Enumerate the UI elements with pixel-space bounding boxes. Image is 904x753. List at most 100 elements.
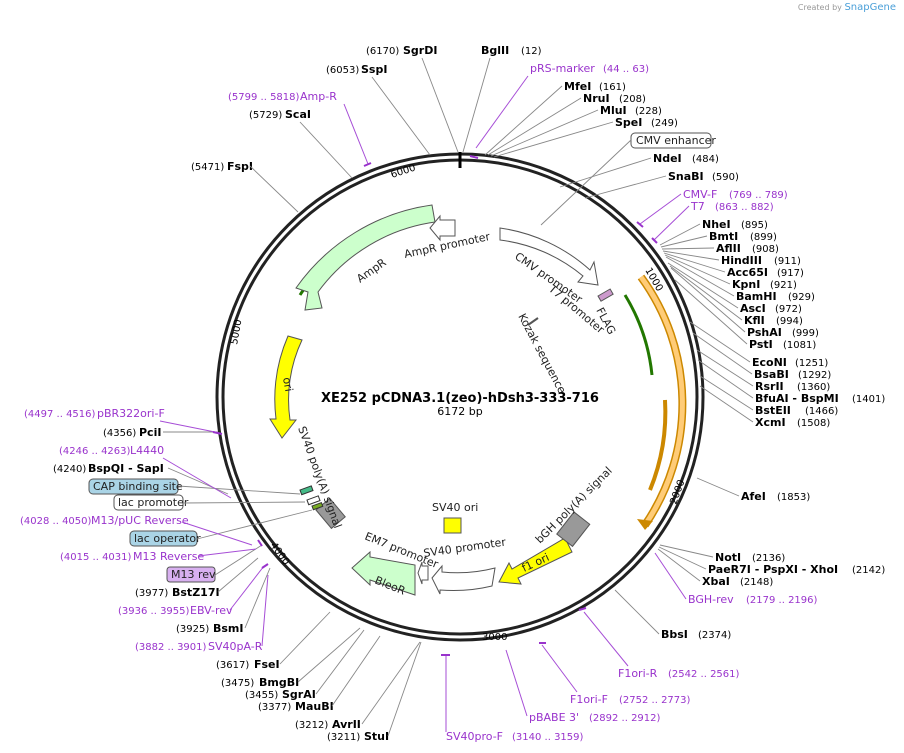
svg-text:(4015 .. 4031): (4015 .. 4031) bbox=[60, 552, 132, 563]
lac-promoter-mark bbox=[306, 495, 321, 506]
site-mfei: MfeI bbox=[564, 80, 591, 93]
site-pcii: PciI bbox=[139, 426, 161, 439]
site-nhei: NheI bbox=[702, 218, 731, 231]
svg-text:(484): (484) bbox=[692, 154, 719, 165]
svg-text:(3475): (3475) bbox=[221, 678, 254, 689]
primer-pbabe-3: pBABE 3' bbox=[529, 711, 579, 724]
svg-text:(3212): (3212) bbox=[295, 720, 328, 731]
f1-ori-label: f1 ori bbox=[520, 551, 551, 575]
ampr-arrow bbox=[295, 204, 436, 311]
site-nrui: NruI bbox=[583, 92, 610, 105]
svg-text:(3377): (3377) bbox=[258, 702, 291, 713]
svg-text:CAP binding site: CAP binding site bbox=[93, 480, 183, 493]
cap-binding-mark bbox=[299, 485, 314, 496]
svg-text:(3977): (3977) bbox=[135, 588, 168, 599]
sites-left: (6170) SgrDI (6053) SspI (5729) ScaI (54… bbox=[53, 44, 459, 743]
credit: Created by SnapGene bbox=[798, 2, 896, 13]
svg-text:(3211): (3211) bbox=[327, 732, 360, 743]
primer-prs-marker: pRS-marker bbox=[530, 62, 595, 75]
site-sgrdi: SgrDI bbox=[403, 44, 437, 57]
site-bglii: BglII bbox=[481, 44, 509, 57]
svg-text:(1292): (1292) bbox=[798, 370, 831, 381]
svg-text:(3617): (3617) bbox=[216, 660, 249, 671]
primer-m13-puc-reverse: M13/pUC Reverse bbox=[91, 514, 189, 527]
primer-cmv-f: CMV-F bbox=[683, 188, 717, 201]
svg-text:(1360): (1360) bbox=[797, 382, 830, 393]
sv40-polya-box bbox=[315, 497, 346, 530]
primer-ebv-rev: EBV-rev bbox=[190, 604, 233, 617]
site-psti: PstI bbox=[749, 338, 773, 351]
site-scai: ScaI bbox=[285, 108, 311, 121]
svg-text:lac promoter: lac promoter bbox=[118, 496, 189, 509]
site-bbsi: BbsI bbox=[661, 628, 688, 641]
svg-text:(2179 .. 2196): (2179 .. 2196) bbox=[746, 595, 818, 606]
insert-arrowhead bbox=[637, 519, 653, 530]
svg-text:(4246 .. 4263): (4246 .. 4263) bbox=[59, 446, 131, 457]
svg-text:(5471): (5471) bbox=[191, 162, 224, 173]
svg-text:(917): (917) bbox=[777, 268, 804, 279]
site-avrii: AvrII bbox=[332, 718, 361, 731]
primer-f1ori-f: F1ori-F bbox=[570, 693, 608, 706]
primers: pRS-marker (44 .. 63) (5799 .. 5818) Amp… bbox=[20, 62, 818, 743]
svg-text:(929): (929) bbox=[788, 292, 815, 303]
kozak-label: Kozak sequence bbox=[515, 311, 568, 396]
site-bmti: BmtI bbox=[709, 230, 738, 243]
cds-arc bbox=[623, 294, 654, 376]
tick-3000: 3000 bbox=[482, 632, 507, 643]
insert-inner-arc bbox=[648, 399, 668, 491]
svg-text:(4356): (4356) bbox=[103, 428, 136, 439]
svg-text:(972): (972) bbox=[775, 304, 802, 315]
site-noti: NotI bbox=[715, 551, 741, 564]
primer-l4440: L4440 bbox=[130, 444, 164, 457]
site-sgrai: SgrAI bbox=[282, 688, 316, 701]
site-rsrii: RsrII bbox=[755, 380, 784, 393]
primer-sv40pro-f: SV40pro-F bbox=[446, 730, 503, 743]
svg-text:(3140 .. 3159): (3140 .. 3159) bbox=[512, 732, 584, 743]
site-econi: EcoNI bbox=[752, 356, 787, 369]
svg-text:(6053): (6053) bbox=[326, 65, 359, 76]
svg-text:CMV enhancer: CMV enhancer bbox=[636, 134, 716, 147]
svg-text:(911): (911) bbox=[774, 256, 801, 267]
site-bstz17i: BstZ17I bbox=[172, 586, 220, 599]
ampr-promoter-arrow bbox=[429, 214, 456, 242]
site-spei: SpeI bbox=[615, 116, 642, 129]
ori-label: ori bbox=[280, 376, 295, 392]
cmv-enhancer-leader bbox=[540, 139, 632, 226]
svg-text:(5799 .. 5818): (5799 .. 5818) bbox=[228, 92, 300, 103]
svg-text:(1508): (1508) bbox=[797, 418, 830, 429]
site-snabi: SnaBI bbox=[668, 170, 704, 183]
lac-operator-mark bbox=[311, 501, 324, 511]
tick-5000: 5000 bbox=[229, 319, 244, 346]
svg-text:(1401): (1401) bbox=[852, 394, 885, 405]
svg-text:(2892 .. 2912): (2892 .. 2912) bbox=[589, 713, 661, 724]
svg-text:(3455): (3455) bbox=[245, 690, 278, 701]
site-fsei: FseI bbox=[254, 658, 280, 671]
ampr-label: AmpR bbox=[354, 256, 389, 286]
svg-text:(3882 .. 3901): (3882 .. 3901) bbox=[135, 642, 207, 653]
site-pshai: PshAI bbox=[747, 326, 782, 339]
svg-text:(908): (908) bbox=[752, 244, 779, 255]
svg-text:(228): (228) bbox=[635, 106, 662, 117]
svg-text:(4028 .. 4050): (4028 .. 4050) bbox=[20, 516, 92, 527]
svg-text:(2542 .. 2561): (2542 .. 2561) bbox=[668, 669, 740, 680]
m13-rev-tag: M13 rev bbox=[166, 566, 216, 583]
site-bsmi: BsmI bbox=[213, 622, 244, 635]
site-bsteii: BstEII bbox=[755, 404, 791, 417]
svg-text:(208): (208) bbox=[619, 94, 646, 105]
cmv-enhancer-tag: CMV enhancer bbox=[630, 132, 716, 149]
flag-box bbox=[597, 288, 614, 302]
site-stui: StuI bbox=[364, 730, 389, 743]
site-xbai: XbaI bbox=[702, 575, 730, 588]
svg-text:(2148): (2148) bbox=[740, 577, 773, 588]
primer-m13-reverse: M13 Reverse bbox=[133, 550, 204, 563]
site-hindiii: HindIII bbox=[721, 254, 762, 267]
svg-text:M13 rev: M13 rev bbox=[171, 568, 216, 581]
site-aflii: AflII bbox=[716, 242, 741, 255]
svg-text:(1466): (1466) bbox=[805, 406, 838, 417]
bgh-polya-box bbox=[556, 511, 591, 548]
site-afei: AfeI bbox=[741, 490, 766, 503]
primer-t7: T7 bbox=[690, 200, 705, 213]
svg-text:(3936 .. 3955): (3936 .. 3955) bbox=[118, 606, 190, 617]
snapgene-logo: SnapGene bbox=[844, 2, 896, 13]
lac-op-leader bbox=[196, 509, 313, 540]
